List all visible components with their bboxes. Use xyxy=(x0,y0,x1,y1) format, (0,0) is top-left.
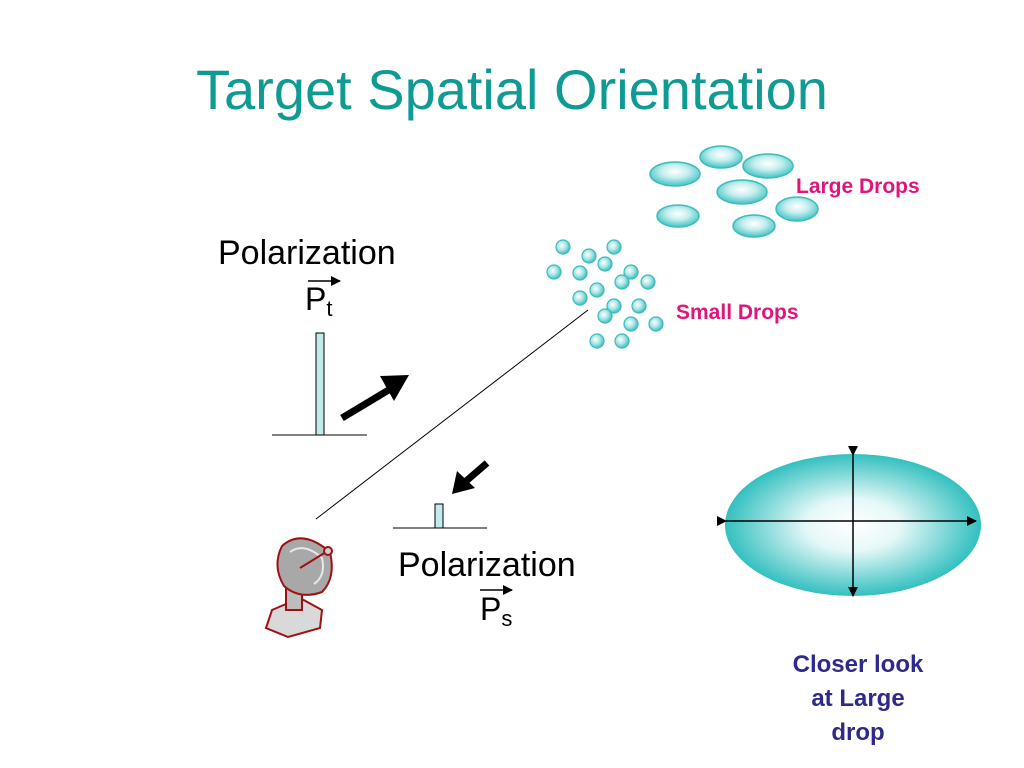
transmit-polarization-label: Polarization xyxy=(218,234,396,272)
small-drop xyxy=(572,290,588,306)
small-drop xyxy=(589,333,605,349)
large-drops-label: Large Drops xyxy=(796,175,920,198)
large-drop xyxy=(775,196,819,222)
large-drops-cluster xyxy=(649,145,819,238)
small-drop xyxy=(597,256,613,272)
small-drop xyxy=(623,316,639,332)
small-drop xyxy=(589,282,605,298)
small-drop xyxy=(606,298,622,314)
transmit-polarization-bar xyxy=(272,332,367,436)
closer-look-caption: Closer look at Large drop xyxy=(763,648,953,750)
ps-symbol: P xyxy=(480,591,502,627)
large-drop xyxy=(699,145,743,169)
transmit-polarization-symbol: Pt xyxy=(305,283,332,320)
large-drop xyxy=(656,204,700,228)
radar-dish-icon xyxy=(264,537,333,639)
small-drop xyxy=(546,264,562,280)
ps-subscript: s xyxy=(501,606,513,631)
large-drop xyxy=(732,214,776,238)
small-drop xyxy=(572,265,588,281)
large-drop xyxy=(742,153,794,179)
small-drop xyxy=(555,239,571,255)
small-drops-label: Small Drops xyxy=(676,301,799,324)
small-drop xyxy=(640,274,656,290)
slide-title: Target Spatial Orientation xyxy=(196,58,828,121)
small-drop xyxy=(614,274,630,290)
small-drops-cluster xyxy=(546,239,664,349)
scatter-polarization-symbol: Ps xyxy=(480,593,512,630)
small-drop xyxy=(581,248,597,264)
large-drop xyxy=(649,161,701,187)
small-drop xyxy=(597,308,613,324)
scatter-polarization-label: Polarization xyxy=(398,546,576,584)
receive-arrow-icon xyxy=(452,460,490,494)
closer-look-drop xyxy=(717,446,981,597)
scatter-polarization-bar xyxy=(393,503,487,529)
small-drop xyxy=(631,298,647,314)
large-drop xyxy=(716,179,768,205)
small-drop xyxy=(648,316,664,332)
closer-look-line-2: at Large xyxy=(811,685,905,712)
closer-look-line-3: drop xyxy=(831,719,885,746)
closer-look-line-1: Closer look xyxy=(792,651,924,678)
transmit-arrow-icon xyxy=(340,375,409,422)
small-drop xyxy=(623,264,639,280)
small-drop xyxy=(606,239,622,255)
pt-subscript: t xyxy=(326,296,333,321)
small-drop xyxy=(614,333,630,349)
radar-beam-line xyxy=(315,309,589,520)
pt-symbol: P xyxy=(305,281,327,317)
